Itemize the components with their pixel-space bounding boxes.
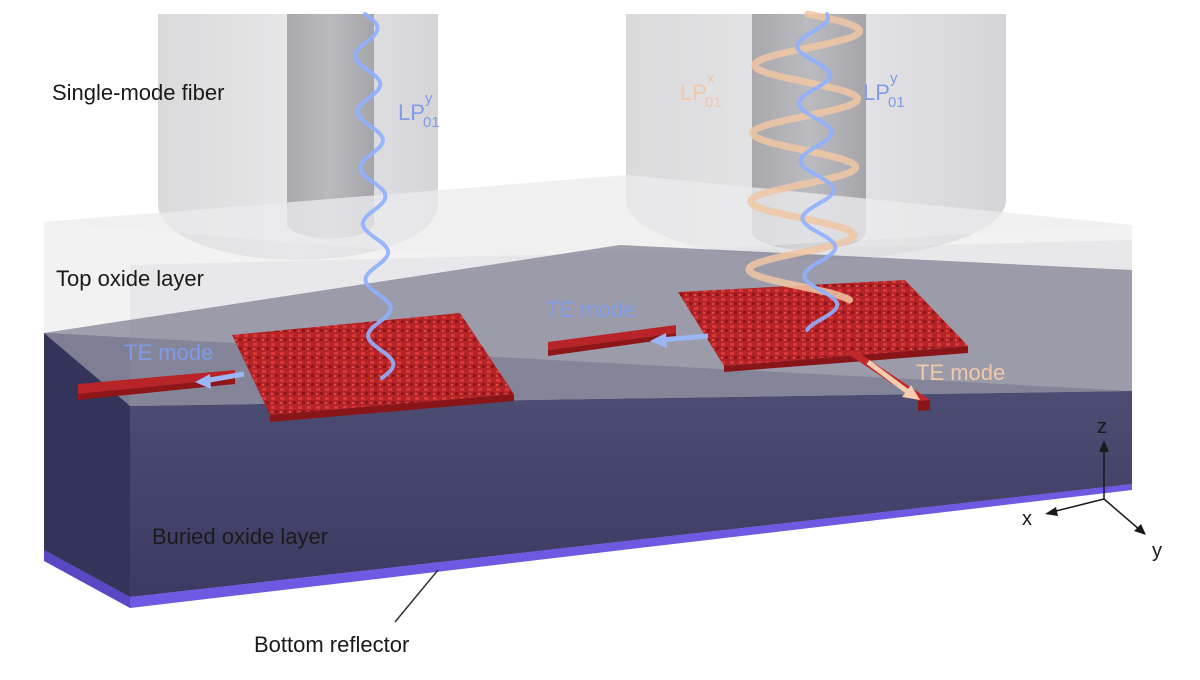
left-grating-coupler <box>78 313 514 422</box>
te-mode-arrow-right-top <box>650 333 709 348</box>
axis-z-label: z <box>1097 416 1107 438</box>
single-mode-fiber-label: Single-mode fiber <box>52 80 225 105</box>
lp01x-wave-right <box>745 10 863 304</box>
axis-x-label: x <box>1022 508 1032 530</box>
buried-oxide-layer-label: Buried oxide layer <box>152 524 329 549</box>
lp01x-label-right: LP x 01 <box>680 70 722 111</box>
bottom-reflector-leader <box>394 569 439 623</box>
te-mode-label-right-bottom: TE mode <box>916 360 1006 385</box>
bottom-reflector-label: Bottom reflector <box>254 632 410 657</box>
bottom-reflector-plate <box>130 484 1132 608</box>
coordinate-axes <box>1045 440 1146 535</box>
te-mode-label-left: TE mode <box>124 340 214 365</box>
axis-y-label: y <box>1152 540 1162 562</box>
top-oxide-layer-label: Top oxide layer <box>56 266 204 291</box>
lp01y-wave-left <box>352 12 396 380</box>
te-mode-arrow-right-bottom <box>866 360 920 400</box>
lp01y-label-left: LP y 01 <box>398 90 440 131</box>
lp01y-wave-right <box>794 12 840 332</box>
te-mode-label-right-top: TE mode <box>546 297 636 322</box>
lp01y-label-right: LP y 01 <box>863 70 905 111</box>
te-mode-arrow-left <box>195 371 245 389</box>
